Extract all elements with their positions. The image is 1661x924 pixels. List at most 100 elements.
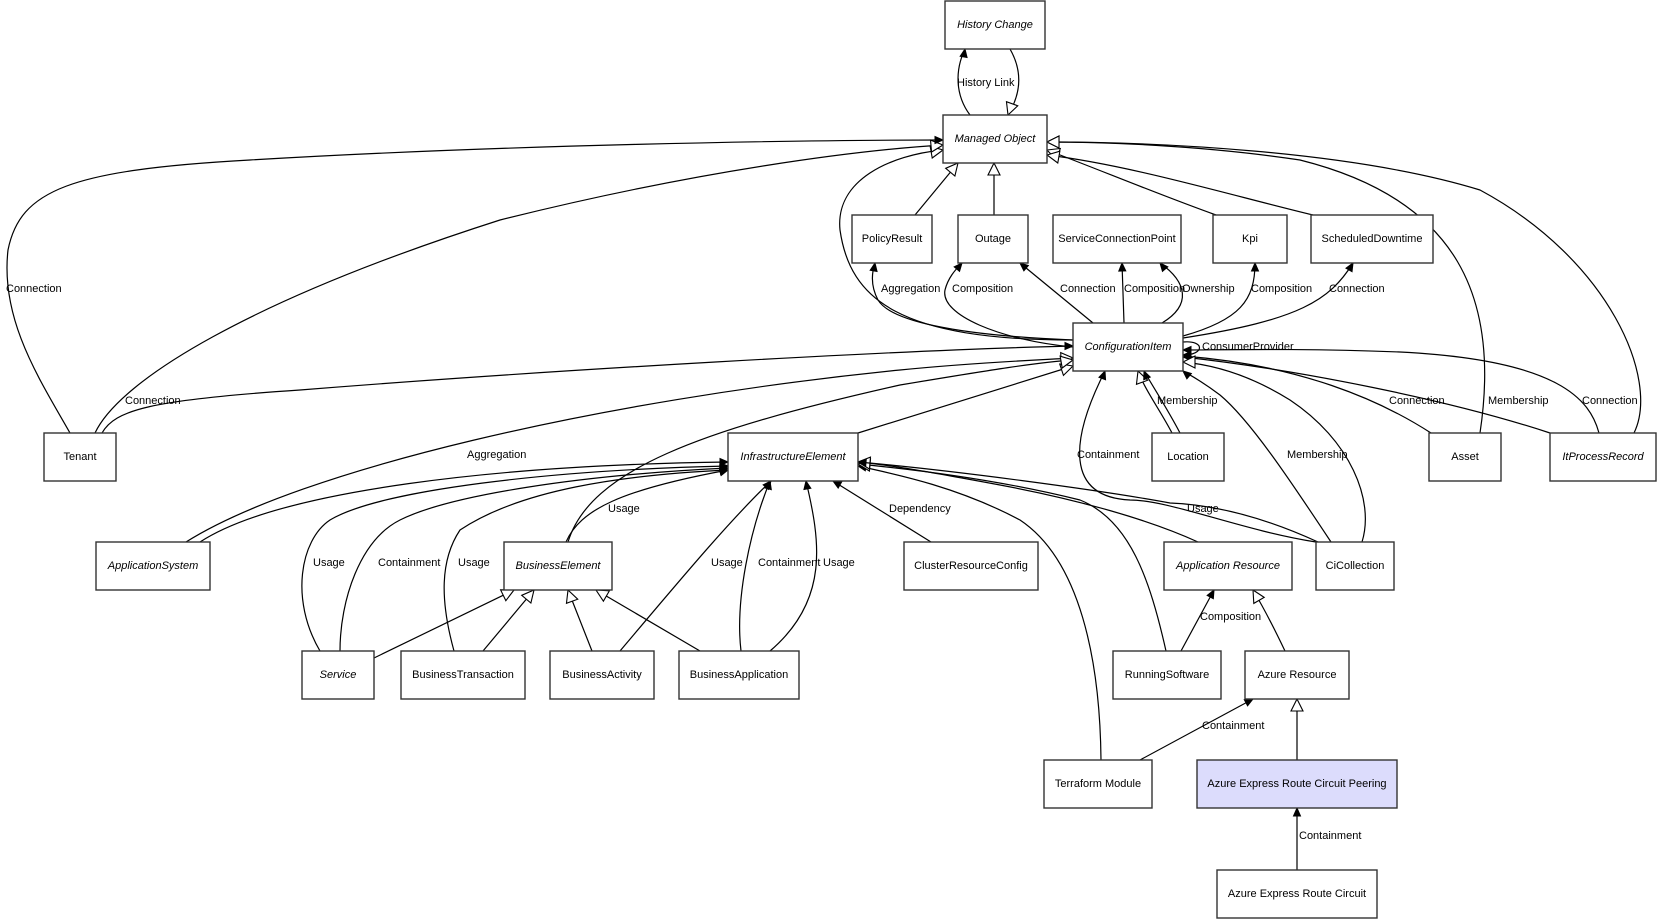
node-business-transaction[interactable]: BusinessTransaction <box>400 650 526 700</box>
edge-ci_collection-to-configuration_item[interactable] <box>1079 369 1317 543</box>
edge-line[interactable] <box>871 262 1074 341</box>
node-box[interactable] <box>957 214 1029 264</box>
node-scheduled-downtime[interactable]: ScheduledDowntime <box>1310 214 1434 264</box>
node-outage[interactable]: Outage <box>957 214 1029 264</box>
edge-tenant-to-configuration_item[interactable] <box>101 341 1075 434</box>
node-box[interactable] <box>1052 214 1182 264</box>
edge-line[interactable] <box>839 149 1074 341</box>
node-box[interactable] <box>95 541 211 591</box>
edge-line[interactable] <box>443 469 729 652</box>
node-box[interactable] <box>942 114 1048 164</box>
edge-line[interactable] <box>373 589 515 659</box>
edge-configuration_item-to-service_connection_point[interactable] <box>1159 262 1183 324</box>
edge-location-to-configuration_item[interactable] <box>1143 369 1181 434</box>
edge-line[interactable] <box>857 461 1319 543</box>
node-terraform-module[interactable]: Terraform Module <box>1043 759 1153 809</box>
edge-business_application-to-infrastructure_element[interactable] <box>769 479 818 652</box>
node-infrastructure-element[interactable]: InfrastructureElement <box>727 432 859 482</box>
edge-line[interactable] <box>857 365 1074 434</box>
edge-line[interactable] <box>1046 154 1314 216</box>
edge-it_process_record-to-managed_object[interactable] <box>1045 135 1642 434</box>
edge-line[interactable] <box>101 345 1074 434</box>
node-box[interactable] <box>1072 322 1184 372</box>
node-box[interactable] <box>1428 432 1502 482</box>
edge-ci_collection-to-configuration_item[interactable] <box>1181 355 1366 543</box>
edge-line[interactable] <box>832 480 932 543</box>
node-azure-express-route-circuit[interactable]: Azure Express Route Circuit <box>1216 869 1378 919</box>
node-box[interactable] <box>1151 432 1225 482</box>
node-asset[interactable]: Asset <box>1428 432 1502 482</box>
node-box[interactable] <box>1310 214 1434 264</box>
node-running-software[interactable]: RunningSoftware <box>1112 650 1222 700</box>
node-business-element[interactable]: BusinessElement <box>503 541 613 591</box>
edge-policy_result-to-managed_object[interactable] <box>914 162 959 216</box>
edge-configuration_item-to-policy_result[interactable] <box>869 261 1074 341</box>
edge-configuration_item-to-scheduled_downtime[interactable] <box>1182 261 1354 339</box>
node-business-application[interactable]: BusinessApplication <box>678 650 800 700</box>
edge-business_element-to-configuration_item[interactable] <box>567 355 1075 543</box>
edge-line[interactable] <box>1121 262 1125 324</box>
edge-location-to-configuration_item[interactable] <box>1135 369 1173 434</box>
node-business-activity[interactable]: BusinessActivity <box>549 650 655 700</box>
node-ci-collection[interactable]: CiCollection <box>1315 541 1395 591</box>
edge-line[interactable] <box>1159 262 1183 324</box>
edge-line[interactable] <box>1079 370 1317 543</box>
node-box[interactable] <box>678 650 800 700</box>
edge-line[interactable] <box>199 461 729 543</box>
node-box[interactable] <box>503 541 613 591</box>
edge-line[interactable] <box>1046 141 1642 434</box>
edge-scheduled_downtime-to-managed_object[interactable] <box>1045 150 1314 216</box>
edge-configuration_item-to-outage[interactable] <box>944 262 1074 348</box>
edge-line[interactable] <box>1019 262 1094 324</box>
edge-line[interactable] <box>619 480 772 652</box>
edge-azure_resource-to-application_resource[interactable] <box>1252 588 1286 652</box>
edge-line[interactable] <box>1182 355 1432 434</box>
edge-line[interactable] <box>857 461 1199 543</box>
node-location[interactable]: Location <box>1151 432 1225 482</box>
edge-line[interactable] <box>1180 589 1215 652</box>
node-service-connection-point[interactable]: ServiceConnectionPoint <box>1052 214 1182 264</box>
edge-line[interactable] <box>1182 348 1600 434</box>
node-box[interactable] <box>727 432 859 482</box>
node-box[interactable] <box>400 650 526 700</box>
edge-ci_collection-to-configuration_item[interactable] <box>1182 370 1332 543</box>
edge-line[interactable] <box>1046 149 1217 216</box>
edge-application_system-to-infrastructure_element[interactable] <box>199 457 730 543</box>
node-box[interactable] <box>301 650 375 700</box>
edge-business_activity-to-infrastructure_element[interactable] <box>619 480 772 652</box>
node-box[interactable] <box>1315 541 1395 591</box>
edge-line[interactable] <box>1182 356 1551 434</box>
edge-configuration_item-to-service_connection_point[interactable] <box>1118 261 1127 324</box>
edge-line[interactable] <box>1182 370 1332 543</box>
edge-line[interactable] <box>185 357 1074 543</box>
edge-line[interactable] <box>567 359 1074 543</box>
node-cluster-resource-config[interactable]: ClusterResourceConfig <box>903 541 1039 591</box>
node-box[interactable] <box>43 432 117 482</box>
node-azure-resource[interactable]: Azure Resource <box>1244 650 1350 700</box>
edge-line[interactable] <box>739 480 771 652</box>
node-application-system[interactable]: ApplicationSystem <box>95 541 211 591</box>
edge-ci_collection-to-infrastructure_element[interactable] <box>856 458 1319 543</box>
edge-line[interactable] <box>595 589 701 652</box>
node-service[interactable]: Service <box>301 650 375 700</box>
edge-it_process_record-to-configuration_item[interactable] <box>1181 345 1600 434</box>
edge-line[interactable] <box>6 139 944 434</box>
edge-line[interactable] <box>482 589 535 652</box>
edge-azure_express_route_circuit-to-azure_express_route_circuit_peering[interactable] <box>1292 806 1302 870</box>
node-managed-object[interactable]: Managed Object <box>942 114 1048 164</box>
edge-running_software-to-application_resource[interactable] <box>1180 588 1215 652</box>
edge-line[interactable] <box>565 469 729 543</box>
node-box[interactable] <box>851 214 933 264</box>
edge-line[interactable] <box>1139 698 1254 761</box>
node-kpi[interactable]: Kpi <box>1212 214 1288 264</box>
edge-business_element-to-infrastructure_element[interactable] <box>565 468 730 543</box>
node-configuration-item[interactable]: ConfigurationItem <box>1072 322 1184 372</box>
edge-line[interactable] <box>769 480 818 652</box>
node-azure-express-route-circuit-peering[interactable]: Azure Express Route Circuit Peering <box>1196 759 1398 809</box>
edge-outage-to-managed_object[interactable] <box>987 161 1001 215</box>
edge-line[interactable] <box>1182 361 1366 543</box>
node-application-resource[interactable]: Application Resource <box>1163 541 1293 591</box>
edge-line[interactable] <box>857 465 1102 761</box>
node-box[interactable] <box>1163 541 1293 591</box>
node-box[interactable] <box>549 650 655 700</box>
